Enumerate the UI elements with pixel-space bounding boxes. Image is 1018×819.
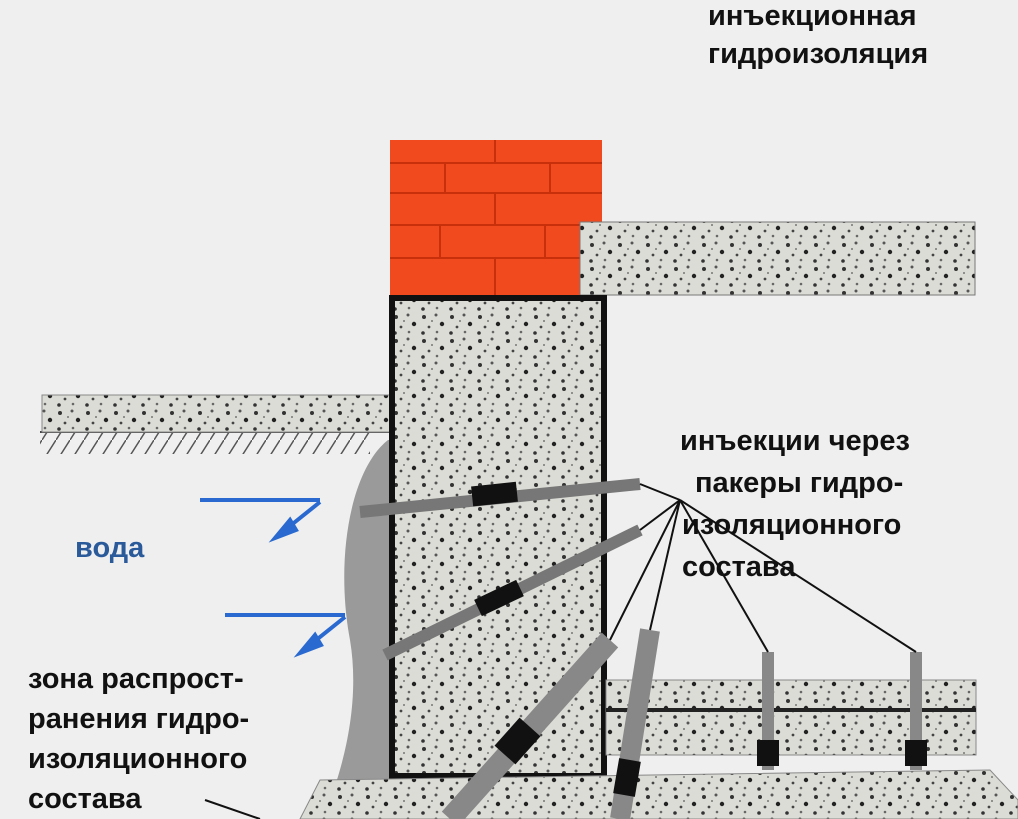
injection-label-line-4: состава xyxy=(682,551,796,583)
water-arrows xyxy=(200,498,347,658)
packer xyxy=(382,524,643,661)
injection-label-line-2: пакеры гидро- xyxy=(695,467,903,499)
zone-label-line-2: ранения гидро- xyxy=(28,703,249,735)
water-label: вода xyxy=(75,532,145,564)
leader-lines xyxy=(204,483,917,819)
packer xyxy=(441,632,619,819)
water-arrow-icon xyxy=(225,613,347,658)
waterproofing-spread-zone xyxy=(330,440,392,800)
outdoor-slab xyxy=(41,394,391,433)
title-line-1: инъекционная xyxy=(708,0,917,32)
floor-slab-upper xyxy=(579,221,976,296)
brick-wall xyxy=(390,140,602,298)
foundation-wall xyxy=(389,295,607,779)
zone-label-line-4: состава xyxy=(28,783,142,815)
packer xyxy=(610,628,660,819)
title-line-2: гидроизоляция xyxy=(708,38,928,70)
zone-label-line-1: зона распрост- xyxy=(28,663,244,695)
water-arrow-icon xyxy=(200,498,322,543)
injection-label-line-1: инъекции через xyxy=(680,425,910,457)
packer xyxy=(905,652,927,770)
packer xyxy=(359,478,641,518)
zone-label-line-3: изоляционного xyxy=(28,743,247,775)
packers xyxy=(359,478,927,819)
ground-hatch-left xyxy=(40,432,370,454)
packer xyxy=(757,652,779,770)
injection-label-line-3: изоляционного xyxy=(682,509,901,541)
